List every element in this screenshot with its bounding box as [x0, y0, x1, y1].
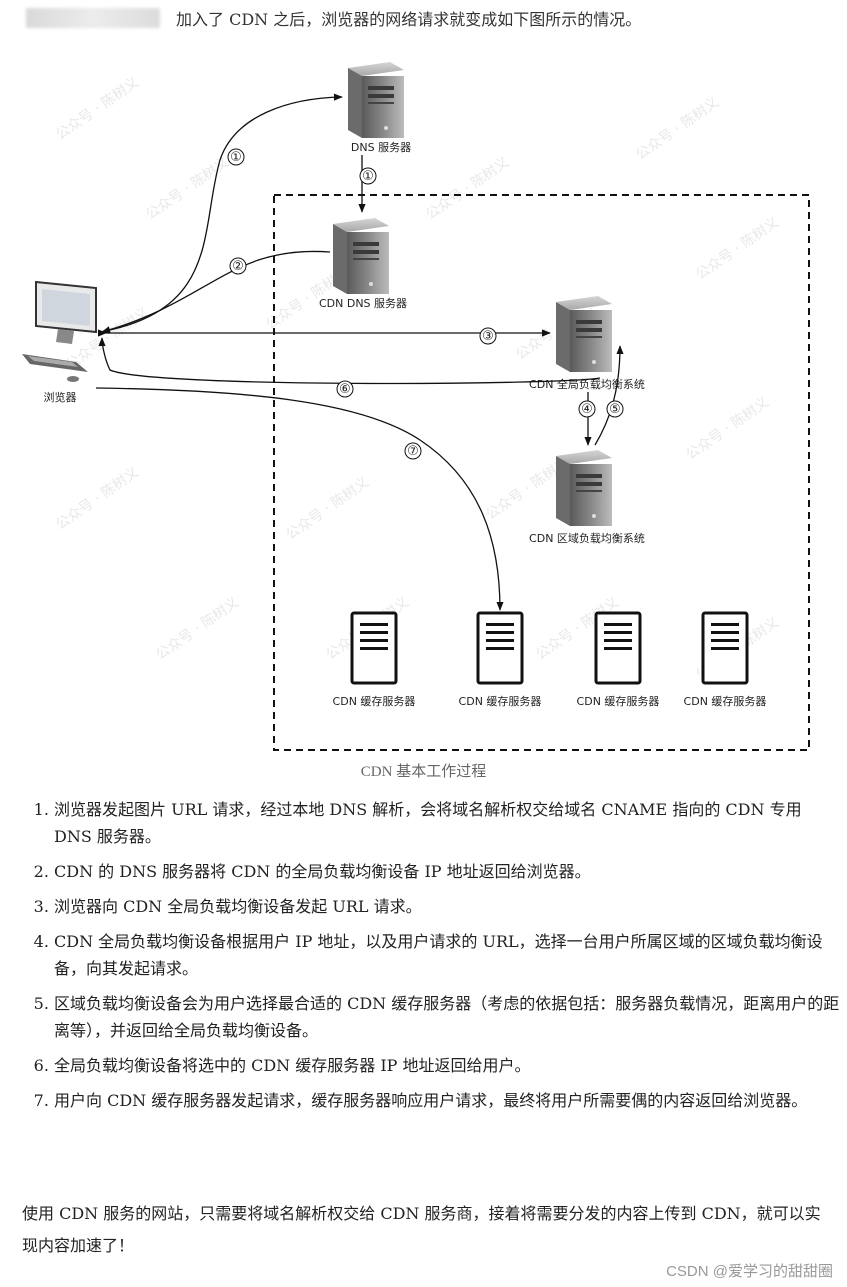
cdn-diagram: 公众号 · 陈树义 公众号 · 陈树义 公众号 · 陈树义 公众号 · 陈树义 …	[0, 40, 847, 785]
dns-server-icon	[348, 62, 404, 138]
svg-text:①: ①	[362, 169, 374, 184]
dns-server-label: DNS 服务器	[351, 141, 411, 154]
list-item: 区域负载均衡设备会为用户选择最合适的 CDN 缓存服务器（考虑的依据包括：服务器…	[54, 990, 844, 1044]
csdn-watermark: CSDN @爱学习的甜甜圈	[666, 1263, 833, 1280]
list-item: 浏览器发起图片 URL 请求，经过本地 DNS 解析，会将域名解析权交给域名 C…	[54, 796, 844, 850]
svg-text:公众号 · 陈树义: 公众号 · 陈树义	[283, 474, 373, 544]
list-item: CDN 的 DNS 服务器将 CDN 的全局负载均衡设备 IP 地址返回给浏览器…	[54, 858, 844, 885]
cdn-boundary	[273, 194, 810, 751]
conclusion-paragraph: 使用 CDN 服务的网站，只需要将域名解析权交给 CDN 服务商，接着将需要分发…	[22, 1204, 821, 1255]
watermark-layer: 公众号 · 陈树义 公众号 · 陈树义 公众号 · 陈树义 公众号 · 陈树义 …	[53, 74, 783, 684]
svg-text:公众号 · 陈树义: 公众号 · 陈树义	[683, 394, 773, 464]
cdn-dns-server-icon	[333, 218, 389, 294]
regional-lb-icon	[556, 450, 612, 526]
global-lb-icon	[556, 296, 612, 372]
arrow-7-browser-to-cache	[95, 387, 504, 611]
svg-text:公众号 · 陈树义: 公众号 · 陈树义	[633, 94, 723, 164]
svg-text:公众号 · 陈树义: 公众号 · 陈树义	[53, 74, 143, 144]
svg-text:②: ②	[232, 259, 244, 274]
arrow-6-lb-to-browser	[98, 337, 601, 385]
svg-text:公众号 · 陈树义: 公众号 · 陈树义	[53, 464, 143, 534]
svg-text:③: ③	[482, 329, 494, 344]
regional-lb-label: CDN 区域负载均衡系统	[529, 531, 645, 545]
steps-list: 浏览器发起图片 URL 请求，经过本地 DNS 解析，会将域名解析权交给域名 C…	[26, 796, 844, 1122]
cdn-dns-server-label: CDN DNS 服务器	[319, 297, 407, 310]
svg-text:公众号 · 陈树义: 公众号 · 陈树义	[153, 594, 243, 664]
intro-paragraph: 加入了 CDN 之后，浏览器的网络请求就变成如下图所示的情况。	[176, 10, 642, 29]
step-markers: ① ① ② ③ ④ ⑤ ⑥ ⑦	[227, 148, 624, 460]
list-item: CDN 全局负载均衡设备根据用户 IP 地址，以及用户请求的 URL，选择一台用…	[54, 928, 844, 982]
svg-text:公众号 · 陈树义: 公众号 · 陈树义	[693, 214, 783, 284]
svg-text:公众号 · 陈树义: 公众号 · 陈树义	[423, 154, 513, 224]
cache-server-icon	[594, 611, 642, 685]
blurred-text	[26, 8, 160, 28]
list-item: 全局负载均衡设备将选中的 CDN 缓存服务器 IP 地址返回给用户。	[54, 1052, 844, 1079]
svg-text:①: ①	[230, 150, 242, 165]
svg-text:⑦: ⑦	[407, 444, 419, 459]
svg-text:⑥: ⑥	[339, 382, 351, 397]
browser-label: 浏览器	[44, 390, 77, 404]
cache-server-icon	[476, 611, 524, 685]
svg-text:⑤: ⑤	[609, 402, 621, 417]
arrow-2-cdndns-to-browser	[101, 250, 331, 334]
cache-server-label: CDN 缓存服务器	[577, 694, 660, 708]
cache-server-icon	[350, 611, 398, 685]
list-item: 用户向 CDN 缓存服务器发起请求，缓存服务器响应用户请求，最终将用户所需要偶的…	[54, 1087, 844, 1114]
cache-server-label: CDN 缓存服务器	[684, 694, 767, 708]
cache-server-icon	[701, 611, 749, 685]
svg-text:④: ④	[581, 402, 593, 417]
arrow-1-browser-to-dns	[99, 93, 343, 333]
list-item: 浏览器向 CDN 全局负载均衡设备发起 URL 请求。	[54, 893, 844, 920]
browser-computer-icon	[22, 280, 97, 382]
figure-caption: CDN 基本工作过程	[360, 764, 487, 780]
cache-server-label: CDN 缓存服务器	[333, 694, 416, 708]
cache-server-label: CDN 缓存服务器	[459, 694, 542, 708]
